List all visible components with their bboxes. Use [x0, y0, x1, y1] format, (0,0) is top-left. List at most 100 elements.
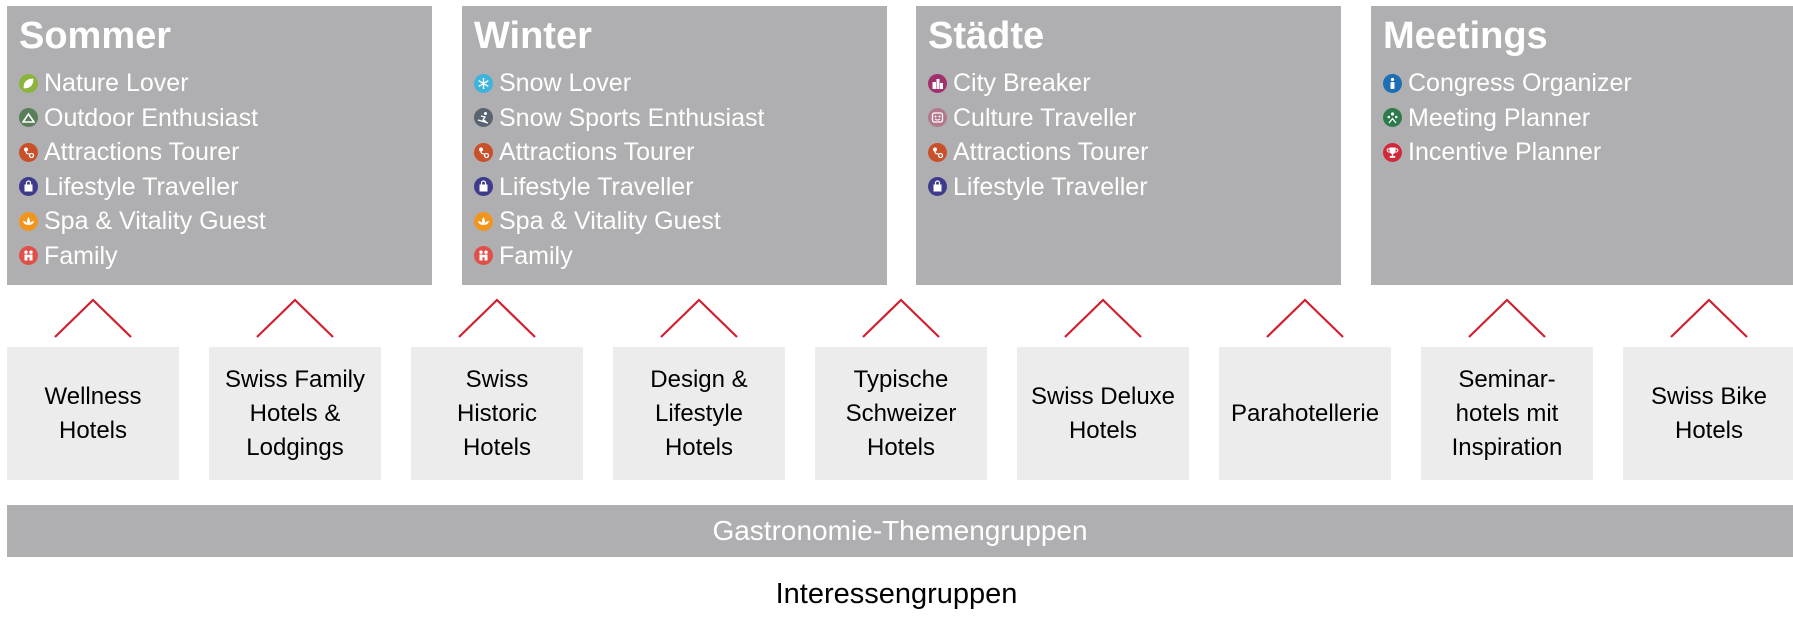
hotel-group-label: Parahotellerie	[1230, 399, 1380, 427]
segment-item-label: Nature Lover	[44, 69, 189, 98]
hotel-group-label: Swiss Historic Hotels	[456, 365, 537, 461]
segment-item-label: Congress Organizer	[1408, 69, 1632, 98]
hotel-group-label: Typische Schweizer Hotels	[845, 365, 957, 461]
shopping-bag-icon	[19, 177, 38, 197]
segment-item-label: Family	[499, 241, 573, 270]
segment-item: Attractions Tourer	[19, 135, 420, 170]
segment-title: Sommer	[19, 15, 172, 57]
segment-item-label: Meeting Planner	[1408, 103, 1591, 132]
chevron-icon	[862, 298, 940, 338]
skier-icon	[474, 108, 493, 128]
segment-item-label: Lifestyle Traveller	[499, 172, 694, 201]
segment-item-label: Snow Sports Enthusiast	[499, 103, 765, 132]
segment-item: Attractions Tourer	[928, 135, 1329, 170]
hotel-group-swiss-historic: Swiss Historic Hotels	[411, 347, 583, 480]
hotel-group-label: Seminar- hotels mit Inspiration	[1451, 365, 1563, 461]
chevron-icon	[256, 298, 334, 338]
segment-title: Meetings	[1383, 15, 1548, 57]
segment-item: Lifestyle Traveller	[474, 170, 875, 205]
hotel-group-typische-schweizer: Typische Schweizer Hotels	[815, 347, 987, 480]
lotus-icon	[474, 211, 493, 231]
segment-item: Snow Sports Enthusiast	[474, 101, 875, 136]
segment-item: Lifestyle Traveller	[928, 170, 1329, 205]
segment-item: Family	[19, 239, 420, 274]
route-icon	[928, 142, 947, 162]
gastronomy-theme-bar: Gastronomie-Themengruppen	[7, 505, 1793, 557]
hotel-group-label: Design & Lifestyle Hotels	[650, 365, 748, 461]
segment-item-label: Culture Traveller	[953, 103, 1137, 132]
chevron-icon	[1266, 298, 1344, 338]
segment-item-label: Attractions Tourer	[953, 138, 1149, 167]
hotel-group-label: Wellness Hotels	[44, 382, 142, 444]
segment-item-label: Lifestyle Traveller	[44, 172, 239, 201]
speaker-icon	[1383, 73, 1402, 93]
segment-item: Outdoor Enthusiast	[19, 101, 420, 136]
family-icon	[19, 246, 38, 266]
route-icon	[19, 142, 38, 162]
leaf-icon	[19, 73, 38, 93]
segment-title: Winter	[474, 15, 592, 57]
segment-item-label: Incentive Planner	[1408, 138, 1602, 167]
shopping-bag-icon	[474, 177, 493, 197]
segment-item: Lifestyle Traveller	[19, 170, 420, 205]
segment-item-label: Snow Lover	[499, 69, 632, 98]
segment-item: Nature Lover	[19, 66, 420, 101]
trophy-icon	[1383, 142, 1402, 162]
hotel-group-label: Swiss Deluxe Hotels	[1030, 382, 1176, 444]
segment-item: Meeting Planner	[1383, 101, 1781, 136]
segment-item: Spa & Vitality Guest	[19, 204, 420, 239]
hotel-group-swiss-bike: Swiss Bike Hotels	[1623, 347, 1793, 480]
snowflake-icon	[474, 73, 493, 93]
hotel-group-seminarhotels: Seminar- hotels mit Inspiration	[1421, 347, 1593, 480]
hotel-group-label: Swiss Bike Hotels	[1650, 382, 1768, 444]
segment-item: Spa & Vitality Guest	[474, 204, 875, 239]
segment-item-label: Lifestyle Traveller	[953, 172, 1148, 201]
group-icon	[1383, 108, 1402, 128]
segment-item: Family	[474, 239, 875, 274]
mountain-icon	[19, 108, 38, 128]
chevron-icon	[1468, 298, 1546, 338]
segment-item: Culture Traveller	[928, 101, 1329, 136]
segment-item-label: Spa & Vitality Guest	[499, 207, 721, 236]
segment-item: Attractions Tourer	[474, 135, 875, 170]
shopping-bag-icon	[928, 177, 947, 197]
chevron-icon	[54, 298, 132, 338]
segment-item: Congress Organizer	[1383, 66, 1781, 101]
chevron-icon	[1670, 298, 1748, 338]
hotel-group-swiss-family: Swiss Family Hotels & Lodgings	[209, 347, 381, 480]
theater-icon	[928, 108, 947, 128]
chevron-connectors	[54, 298, 1748, 338]
hotel-group-wellness: Wellness Hotels	[7, 347, 179, 480]
hotel-group-label: Swiss Family Hotels & Lodgings	[224, 365, 365, 461]
chevron-icon	[1064, 298, 1142, 338]
lotus-icon	[19, 211, 38, 231]
chevron-icon	[660, 298, 738, 338]
segment-item: Incentive Planner	[1383, 135, 1781, 170]
segment-item: Snow Lover	[474, 66, 875, 101]
family-icon	[474, 246, 493, 266]
segment-title: Städte	[928, 15, 1045, 57]
segment-item-label: City Breaker	[953, 69, 1091, 98]
hotel-group-swiss-deluxe: Swiss Deluxe Hotels	[1017, 347, 1189, 480]
segment-item: City Breaker	[928, 66, 1329, 101]
segment-item-label: Family	[44, 241, 118, 270]
chevron-icon	[458, 298, 536, 338]
segment-item-label: Outdoor Enthusiast	[44, 103, 259, 132]
hotel-group-parahotellerie: Parahotellerie	[1219, 347, 1391, 480]
gastronomy-theme-label: Gastronomie-Themengruppen	[712, 515, 1088, 546]
segment-item-label: Attractions Tourer	[44, 138, 240, 167]
route-icon	[474, 142, 493, 162]
interest-groups-label: Interessengruppen	[775, 578, 1018, 610]
city-icon	[928, 73, 947, 93]
hotel-group-design-lifestyle: Design & Lifestyle Hotels	[613, 347, 785, 480]
segment-item-label: Spa & Vitality Guest	[44, 207, 266, 236]
segment-item-label: Attractions Tourer	[499, 138, 695, 167]
